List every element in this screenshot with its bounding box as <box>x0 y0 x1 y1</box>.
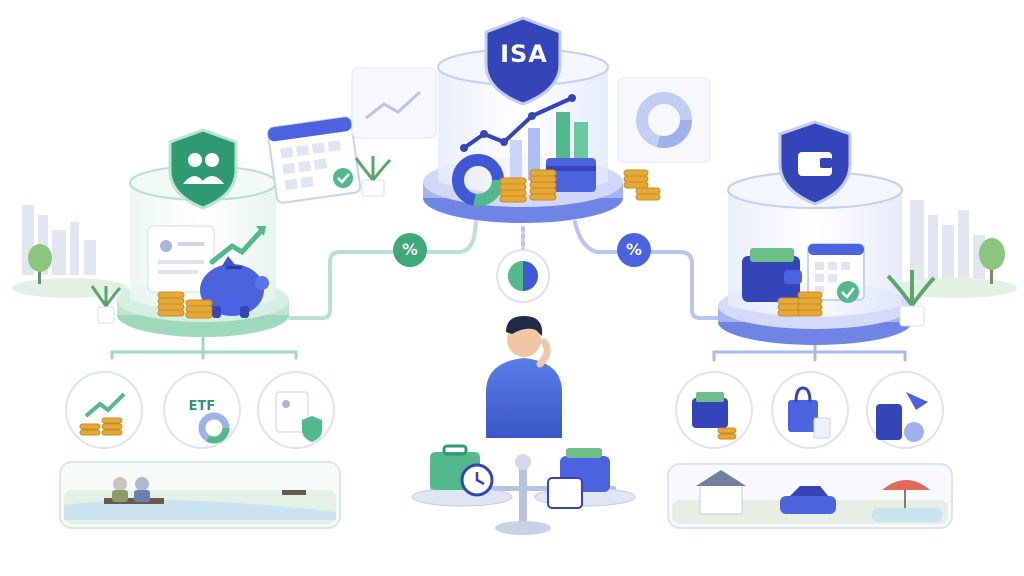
isa-shield-icon <box>484 16 562 106</box>
pie-chart-icon <box>452 154 504 206</box>
donut-chart-card <box>617 77 711 163</box>
percent-badge-right <box>617 233 651 267</box>
potted-plant-icon <box>90 285 122 324</box>
percent-right-label: % <box>625 240 643 259</box>
growth-arrow-icon <box>209 227 265 265</box>
piggy-bank-icon <box>200 256 269 318</box>
family-shield-icon <box>168 128 238 210</box>
thinking-person-icon <box>486 316 562 438</box>
connector-lines <box>110 220 907 362</box>
calendar-icon <box>266 116 362 204</box>
wallet-shield-icon <box>778 120 852 206</box>
isa-shield-label: ISA <box>500 40 548 68</box>
investment-growth-icon <box>65 371 143 449</box>
beach-umbrella-icon <box>882 480 930 490</box>
car-icon <box>780 496 836 514</box>
city-skyline-right <box>910 200 985 280</box>
lifestyle-scene <box>667 463 953 529</box>
etf-label: ETF <box>188 399 216 414</box>
potted-plant-icon <box>354 156 392 197</box>
potted-plant-icon <box>886 270 936 327</box>
wallet-icon <box>742 248 802 302</box>
balance-scale-icon <box>411 444 636 535</box>
calendar-icon <box>547 477 583 509</box>
travel-luggage-icon <box>866 371 944 449</box>
coin-stack-icon <box>777 291 823 317</box>
pension-glass-container <box>117 128 289 337</box>
shopping-bag-icon <box>771 371 849 449</box>
spending-glass-container <box>718 120 912 345</box>
coin-stack-icon <box>499 169 661 203</box>
calendar-icon <box>807 243 865 303</box>
retirement-scene <box>59 461 341 529</box>
ground-left <box>12 278 128 298</box>
ground-right <box>893 278 1017 298</box>
percent-badge-left <box>393 233 427 267</box>
coin-stack-icon <box>157 291 213 319</box>
isa-glass-container <box>423 16 661 223</box>
percent-left-label: % <box>401 240 419 259</box>
etf-icon <box>163 371 241 449</box>
line-chart-card <box>351 67 437 139</box>
insurance-document-icon <box>257 371 335 449</box>
pie-thought-icon <box>496 249 550 303</box>
wallet-savings-icon <box>675 371 753 449</box>
tree-icon <box>28 238 1005 284</box>
